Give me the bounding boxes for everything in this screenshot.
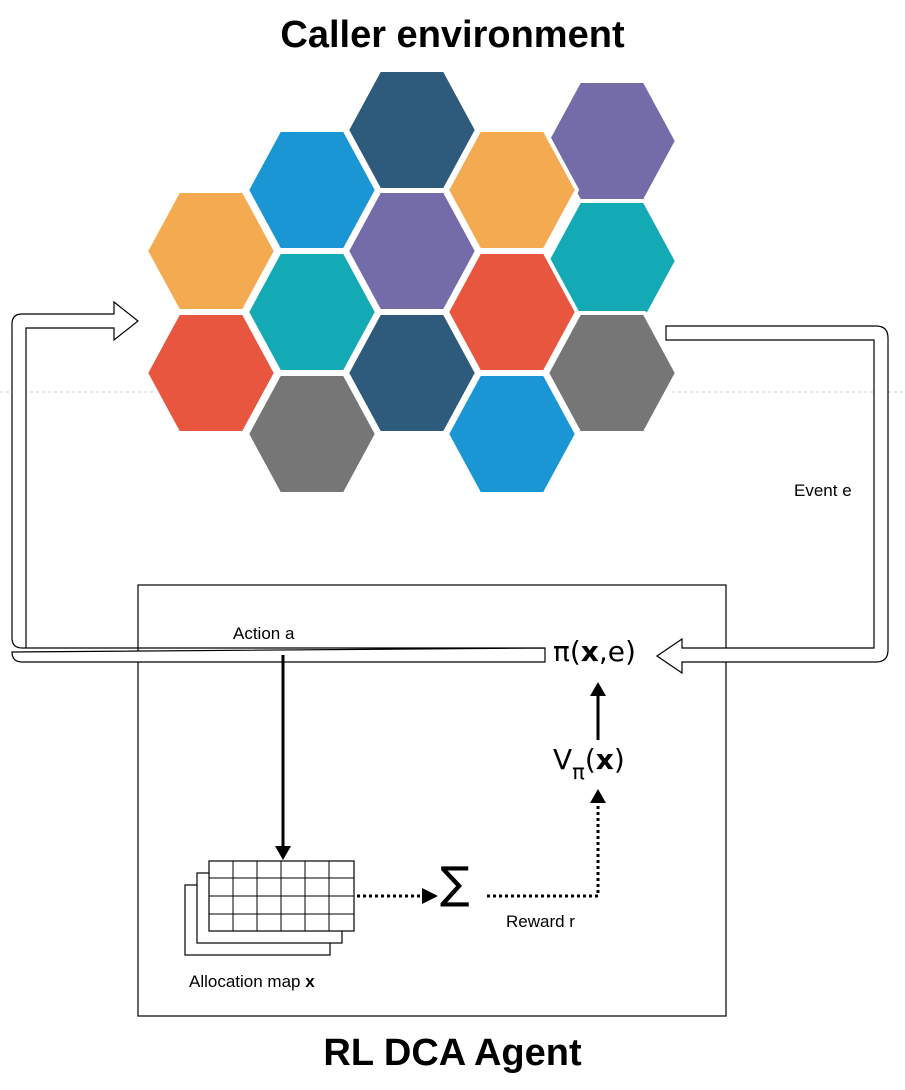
hex-cell-navy [345,311,479,435]
allocation-map-label: Allocation map x [189,972,315,992]
hex-cell-gray [245,372,379,496]
reward-dotted-path [487,802,600,898]
sum-symbol: ∑ [440,858,470,909]
reward-arrowhead [590,789,606,803]
policy-var: x [580,635,599,668]
policy-rest: ,e) [598,635,636,668]
value-open: ( [584,743,596,776]
reward-label: Reward r [506,912,575,931]
allocation-map-text: Allocation map [189,972,306,991]
allocation-map-icon [184,860,355,956]
hex-grid [144,68,679,496]
policy-open: π( [553,635,581,668]
action-label: Action a [233,624,295,643]
allocation-map-var: x [305,972,315,991]
value-close: ) [613,743,625,776]
environment-title: Caller environment [280,14,625,56]
value-letter: V [553,743,573,776]
event-label: Event e [794,481,852,500]
agent-box [137,584,727,1017]
agent-title: RL DCA Agent [323,1032,582,1074]
policy-expression: π(x,e) [553,638,636,666]
event-arrow [655,325,889,675]
hex-cell-blue [445,372,579,496]
value-subscript: π [572,760,585,784]
action-down-arrowhead [275,846,291,860]
action-arrow [11,300,546,663]
hex-cell-gray [545,311,679,435]
value-var: x [595,743,614,776]
value-to-policy-arrowhead [590,682,606,696]
hex-cell-red [144,311,278,435]
value-expression: Vπ(x) [553,746,625,783]
map-to-sum-arrowhead [422,888,438,904]
